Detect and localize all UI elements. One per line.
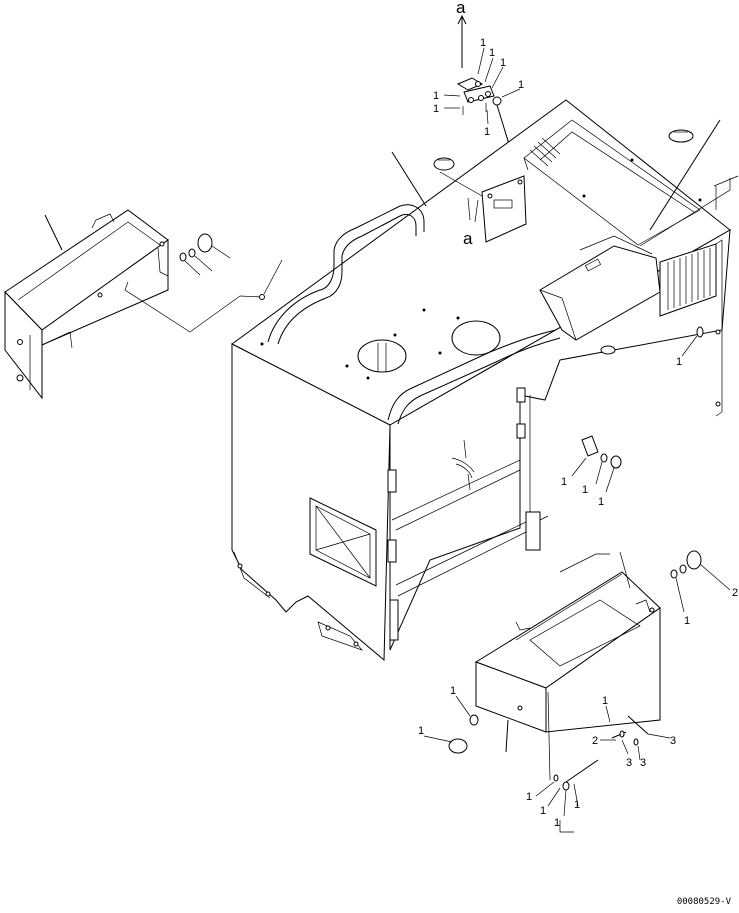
callout-bottom-4: 1: [574, 799, 580, 811]
right-grille-panel: [539, 119, 739, 417]
callout-top-bracket-2: 1: [489, 47, 495, 59]
hood-pin: [259, 259, 283, 300]
left-side-cover: [4, 209, 263, 400]
bottom-bolt-set: [535, 759, 599, 833]
front-access-panel: [233, 469, 399, 651]
center-bolt-set: [571, 435, 622, 493]
callout-latch-3: 3: [626, 757, 632, 769]
main-hood-body: [231, 99, 731, 662]
inner-panel: [391, 151, 527, 243]
callout-latch-4: 3: [640, 757, 646, 769]
callout-top-bracket-4: 1: [518, 79, 524, 91]
callout-lower-left-2: 1: [418, 725, 424, 737]
callout-center-bolt-1: 1: [561, 476, 567, 488]
view-ref-label-top: a: [456, 0, 466, 17]
rubber-pad-top-2: [668, 129, 694, 143]
view-ref-label-center: a: [463, 229, 473, 248]
callout-lower-right-1: 2: [732, 587, 738, 599]
callout-latch-5: 3: [670, 735, 676, 747]
interior-frame: [391, 387, 549, 597]
callout-top-bracket-7: 1: [484, 126, 490, 138]
callout-bottom-2: 1: [540, 805, 546, 817]
callout-bottom-1: 1: [526, 791, 532, 803]
handrail: [267, 204, 561, 425]
drawing-code: 00080529-V: [676, 897, 731, 907]
callout-lower-right-2: 1: [684, 615, 690, 627]
lower-right-knob: [670, 550, 731, 613]
callout-bottom-3: 1: [554, 817, 560, 829]
view-ref-top: a: [456, 0, 467, 68]
callout-top-bracket-5: 1: [433, 90, 439, 102]
callout-top-bracket-6: 1: [433, 103, 439, 115]
callout-center-bolt-3: 1: [598, 496, 604, 508]
callout-center-bolt-2: 1: [582, 484, 588, 496]
right-side-bolt: [681, 326, 704, 357]
lower-left-cap: [423, 695, 479, 754]
left-cover-knob: [179, 233, 231, 276]
callout-right-side-bolt: 1: [676, 356, 682, 368]
callout-latch-1: 1: [602, 695, 608, 707]
rubber-pad-top-1: [433, 157, 455, 171]
callout-top-bracket-3: 1: [500, 57, 506, 69]
latch-set: [600, 705, 671, 761]
callout-top-bracket-1: 1: [480, 37, 486, 49]
callout-lower-left-1: 1: [450, 685, 456, 697]
lower-right-cover: [474, 551, 661, 781]
callout-latch-2: 2: [592, 735, 598, 747]
